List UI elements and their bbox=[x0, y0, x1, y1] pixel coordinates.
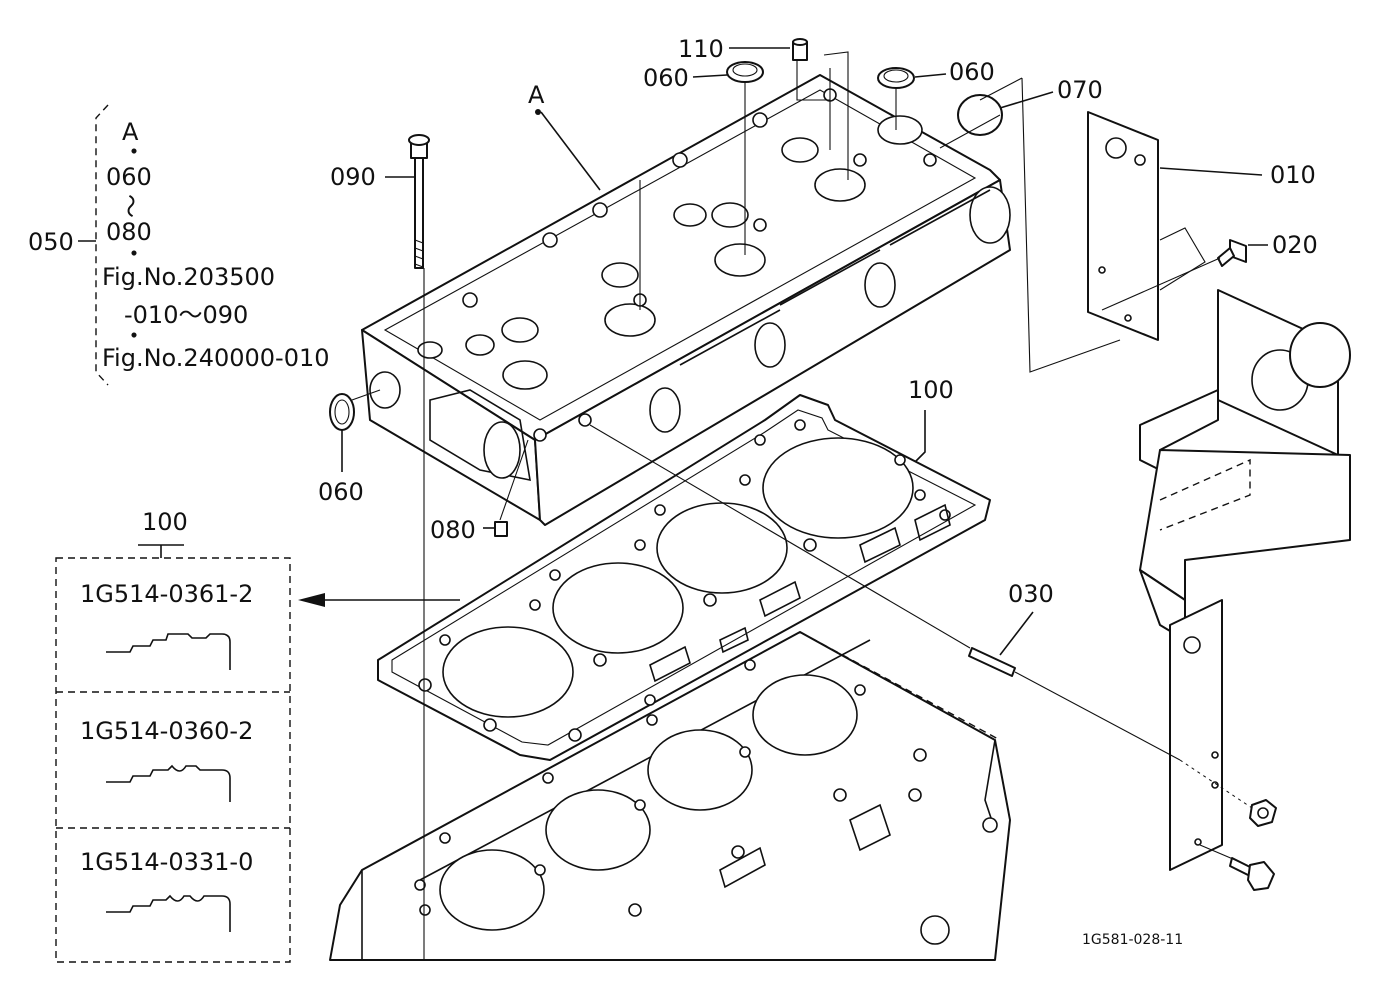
part-010-plate bbox=[1087, 111, 1159, 341]
head-ports bbox=[417, 115, 923, 390]
gasket-bores bbox=[442, 437, 914, 718]
kit-line-dot-2: ・ bbox=[122, 240, 146, 268]
part-070-plug bbox=[957, 94, 1003, 136]
callout-100: 100 bbox=[908, 376, 954, 404]
lifting-bracket bbox=[1139, 289, 1351, 871]
gasket-options-box bbox=[55, 544, 291, 963]
kit-id: 050 bbox=[28, 228, 74, 256]
part-020-bolt bbox=[1217, 239, 1247, 267]
gasket-box-label: 100 bbox=[142, 508, 188, 536]
engine-block-bores bbox=[439, 674, 858, 931]
part-060-seal-left bbox=[329, 393, 355, 431]
figure-code: 1G581-028-11 bbox=[1082, 932, 1183, 948]
callout-110: 110 bbox=[678, 35, 724, 63]
part-060-seal-top-left bbox=[726, 61, 764, 83]
part-090-bolt bbox=[408, 134, 430, 269]
callout-020: 020 bbox=[1272, 231, 1318, 259]
kit-line-tilde: ～ bbox=[116, 194, 144, 218]
callout-060-top-right: 060 bbox=[949, 58, 995, 86]
callout-090: 090 bbox=[330, 163, 376, 191]
callout-080: 080 bbox=[430, 516, 476, 544]
gasket-option-3: 1G514-0331-0 bbox=[80, 848, 253, 876]
leader-lines bbox=[298, 47, 1268, 960]
callout-060-left: 060 bbox=[318, 478, 364, 506]
callout-030: 030 bbox=[1008, 580, 1054, 608]
gasket-box-text: 100 1G514-0361-2 1G514-0360-2 1G514-0331… bbox=[80, 508, 253, 876]
kit-line-range: -010～090 bbox=[124, 301, 248, 329]
gasket-option-2: 1G514-0360-2 bbox=[80, 717, 253, 745]
cylinder-head bbox=[361, 74, 1011, 526]
kit-line-060: 060 bbox=[106, 163, 152, 191]
gasket-profile-3 bbox=[106, 894, 231, 932]
gasket-option-1: 1G514-0361-2 bbox=[80, 580, 253, 608]
kit-line-dot-3: ・ bbox=[122, 322, 146, 350]
part-080-plug bbox=[494, 521, 508, 537]
kit-050-bracket bbox=[78, 104, 109, 386]
gasket-profile-1 bbox=[106, 633, 231, 670]
part-030-stud bbox=[968, 647, 1016, 677]
kit-line-fig-1: Fig.No.203500 bbox=[102, 263, 275, 291]
kit-line-a: A bbox=[122, 118, 139, 146]
kit-line-dot-1: ・ bbox=[122, 138, 146, 166]
part-110-plug bbox=[792, 38, 808, 61]
bracket-nut bbox=[1249, 799, 1277, 827]
callout-060-top-left: 060 bbox=[643, 64, 689, 92]
callout-labels: 110 060 060 070 010 020 090 A 060 080 10… bbox=[318, 35, 1318, 608]
engine-block bbox=[329, 631, 1011, 961]
callout-010: 010 bbox=[1270, 161, 1316, 189]
kit-line-080: 080 bbox=[106, 218, 152, 246]
callout-070: 070 bbox=[1057, 76, 1103, 104]
kit-050-text: 050 A ・ 060 ～ 080 ・ Fig.No.203500 -010～0… bbox=[28, 118, 330, 372]
kit-line-fig-2: Fig.No.240000-010 bbox=[102, 344, 330, 372]
bracket-bolt bbox=[1229, 857, 1275, 891]
gasket-profile-2 bbox=[106, 764, 231, 802]
head-gasket bbox=[377, 394, 991, 761]
callout-a: A bbox=[528, 81, 545, 109]
part-060-seal-top-right bbox=[877, 67, 915, 89]
